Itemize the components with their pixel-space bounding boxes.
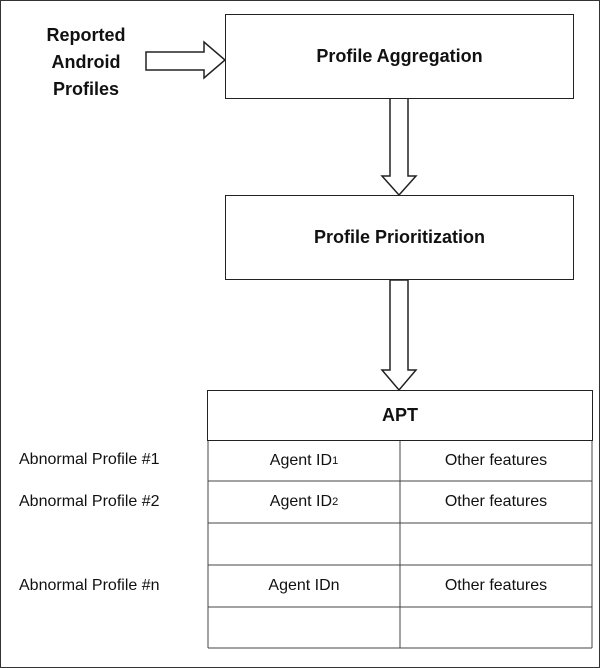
other-features-cell-2: Other features <box>444 493 548 510</box>
apt-table-grid <box>207 440 593 649</box>
profile-aggregation-label: Profile Aggregation <box>316 46 483 66</box>
agent-id-cell-last <box>208 607 400 648</box>
aggregation-to-prioritization-arrow <box>380 97 418 197</box>
agent-id-text-1: Agent ID <box>269 451 333 469</box>
profile-aggregation-box: Profile Aggregation <box>225 14 574 99</box>
agent-id-sub-1: 1 <box>332 454 339 467</box>
profile-prioritization-box: Profile Prioritization <box>225 195 574 280</box>
profile-prioritization-label: Profile Prioritization <box>313 227 486 247</box>
input-arrow <box>145 40 227 80</box>
other-features-cell-n: Other features <box>444 577 548 594</box>
agent-id-sub-2: 2 <box>332 496 339 508</box>
other-features-cell-empty <box>400 523 592 565</box>
prioritization-to-apt-arrow <box>380 279 418 392</box>
agent-id-cell-empty <box>208 523 400 565</box>
apt-title: APT <box>382 405 418 425</box>
input-line-1: Reported <box>46 25 126 45</box>
input-line-3: Profiles <box>52 79 120 99</box>
agent-id-cell-n: Agent IDn <box>268 577 340 594</box>
apt-header-box: APT <box>207 390 593 441</box>
row-label-1: Abnormal Profile #1 <box>19 451 160 468</box>
input-line-2: Android <box>51 52 121 72</box>
agent-id-text-2: Agent ID <box>269 493 333 510</box>
other-features-cell-1: Other features <box>444 451 548 469</box>
row-label-2: Abnormal Profile #2 <box>19 493 160 510</box>
reported-android-profiles-label: Reported Android Profiles <box>30 22 142 103</box>
row-label-n: Abnormal Profile #n <box>19 577 160 594</box>
other-features-cell-last <box>400 607 592 648</box>
